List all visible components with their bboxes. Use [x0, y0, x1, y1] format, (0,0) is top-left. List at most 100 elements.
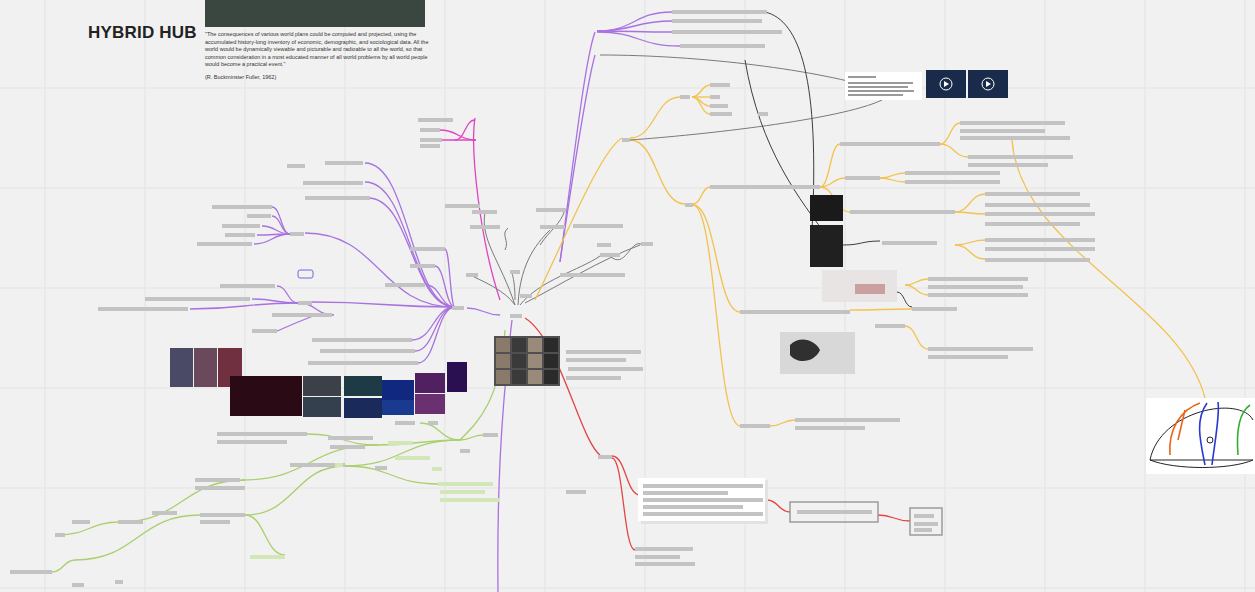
branch-line — [692, 97, 710, 114]
blurred-text-bar — [968, 155, 1073, 159]
play-button — [982, 78, 994, 90]
branch-line — [940, 144, 968, 157]
branch-line — [880, 178, 905, 182]
title: HYBRID HUB — [88, 23, 197, 43]
blurred-text-bar — [680, 95, 690, 99]
blurred-text-bar — [418, 118, 453, 122]
blurred-text-bar — [303, 181, 363, 185]
thumbnail-image — [230, 376, 302, 416]
blurred-text-bar — [195, 478, 240, 482]
blurred-text-bar — [672, 19, 762, 23]
branch-line — [955, 212, 985, 214]
thumbnail-image — [382, 380, 414, 400]
thumbnail-image — [382, 400, 414, 415]
blurred-text-bar — [643, 498, 763, 502]
blurred-text-bar — [985, 203, 1090, 207]
video-tile — [496, 354, 510, 368]
blurred-text-bar — [55, 533, 65, 537]
grid-line — [1045, 0, 1046, 592]
thumbnail-image — [926, 70, 966, 98]
branch-line — [52, 560, 75, 572]
branch-line — [277, 286, 298, 303]
thumbnail-image — [194, 348, 217, 387]
blurred-text-bar — [470, 225, 500, 229]
branch-line — [610, 244, 641, 260]
blurred-text-bar — [622, 138, 630, 142]
blurred-text-bar — [685, 203, 693, 207]
blurred-text-bar — [566, 358, 626, 362]
branch-line — [418, 307, 455, 363]
branch-line — [525, 318, 600, 455]
branch-line — [365, 182, 455, 307]
blurred-text-bar — [850, 210, 955, 214]
branch-line — [878, 515, 910, 521]
blurred-text-bar — [445, 204, 480, 208]
blurred-text-bar — [680, 44, 765, 48]
blurred-text-bar — [960, 129, 1045, 133]
blurred-text-bar — [643, 512, 763, 516]
blurred-text-bar — [928, 293, 1028, 297]
blurred-text-bar — [420, 128, 440, 132]
thumbnail-image — [780, 332, 855, 374]
grid-line — [445, 0, 446, 592]
blurred-text-bar — [882, 241, 937, 245]
blurred-text-bar — [272, 313, 332, 317]
grid-line — [145, 0, 146, 592]
branch-line — [365, 163, 455, 307]
blurred-text-bar — [320, 349, 415, 353]
branch-line — [440, 130, 476, 140]
blurred-text-bar — [222, 224, 260, 228]
blurred-text-bar — [905, 180, 1000, 184]
blurred-text-bar — [912, 307, 957, 311]
grid-line — [0, 188, 1255, 189]
branch-line — [767, 500, 790, 512]
branch-line — [905, 279, 928, 285]
branch-line — [75, 515, 200, 560]
branch-line — [612, 458, 635, 550]
blurred-text-bar — [928, 347, 1033, 351]
video-tile — [528, 354, 542, 368]
video-tile — [496, 370, 510, 384]
branch-line — [190, 303, 298, 309]
blurred-text-bar — [217, 432, 307, 436]
blurred-text-bar — [635, 547, 693, 551]
blurred-text-bar — [312, 338, 412, 342]
blurred-text-bar — [710, 83, 730, 87]
video-tile — [528, 338, 542, 352]
video-tile — [496, 338, 510, 352]
blurred-text-bar — [985, 247, 1095, 251]
quote-area: "The consequences of various world plans… — [205, 31, 431, 87]
branch-line — [525, 245, 640, 303]
blurred-text-bar — [410, 264, 435, 268]
blurred-text-bar — [597, 243, 611, 247]
video-tile — [544, 338, 558, 352]
blurred-text-bar — [217, 440, 287, 444]
branch-line — [905, 326, 928, 349]
blurred-text-bar — [520, 294, 532, 298]
blurred-text-bar — [566, 490, 586, 494]
blurred-text-bar — [985, 222, 1080, 226]
blurred-text-bar — [914, 514, 934, 518]
branch-line — [630, 140, 685, 204]
branch-line — [955, 240, 985, 245]
blurred-text-bar — [914, 522, 938, 526]
blurred-text-bar — [848, 90, 914, 92]
thumbnail-image — [810, 195, 843, 221]
blurred-text-bar — [710, 185, 820, 189]
thumbnail-image — [303, 397, 341, 417]
play-button — [986, 81, 991, 87]
blurred-text-bar — [600, 253, 620, 257]
blurred-text-bar — [460, 449, 470, 453]
grid-line — [1145, 0, 1146, 592]
branch-line — [940, 123, 960, 144]
blurred-text-bar — [220, 284, 275, 288]
blurred-text-bar — [118, 520, 143, 524]
thumbnail-image — [810, 225, 843, 267]
branch-line — [445, 249, 455, 307]
blurred-text-bar — [566, 350, 641, 354]
blurred-text-bar — [914, 528, 932, 532]
branch-line — [307, 434, 378, 445]
grid-line — [0, 388, 1255, 389]
blurred-text-bar — [290, 232, 304, 236]
branch-line — [245, 515, 285, 555]
